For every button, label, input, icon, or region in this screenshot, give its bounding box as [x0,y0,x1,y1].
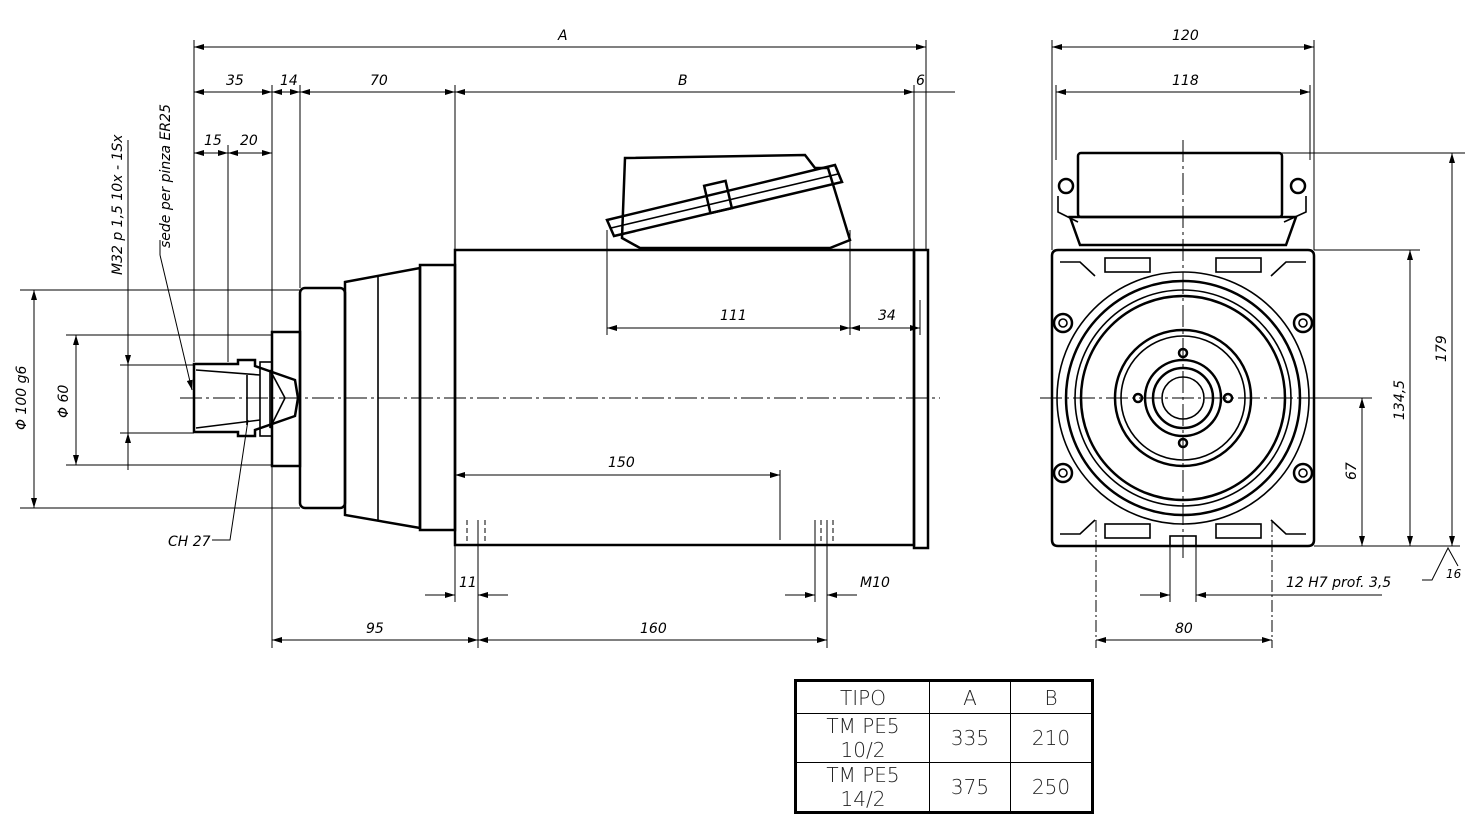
cell-a: 335 [929,713,1011,763]
terminal-box [605,153,852,250]
table-row: TM PE5 10/2 335 210 [795,713,1093,763]
table-row: TM PE5 14/2 375 250 [795,762,1093,813]
front-view: 120 118 179 134,5 67 80 12 H7 prof. 3,5 … [1040,28,1465,648]
table-header-row: TIPO A B [795,680,1093,714]
dim-11-label: 11 [459,575,477,591]
dim-16-label: 16 [1446,567,1462,581]
side-view: A 35 14 70 B 6 15 20 M32 p 1,5 10x - 1Sx… [14,28,955,648]
wrench-note: CH 27 [168,534,211,550]
dim-34-label: 34 [878,308,896,324]
dim-67-label: 67 [1344,462,1360,480]
key-note: 12 H7 prof. 3,5 [1286,575,1391,591]
motor-flange-front [1050,248,1316,548]
cell-b: 250 [1010,762,1093,813]
dim-134-5-label: 134,5 [1392,380,1408,420]
front-dimension-lines [1052,44,1459,643]
end-cap [912,248,930,550]
thread-note: M32 p 1,5 10x - 1Sx [110,134,126,275]
dim-118-label: 118 [1172,73,1199,89]
dia-100-label: Φ 100 g6 [14,365,30,430]
top-terminal-box [1057,151,1307,247]
header-tipo: TIPO [795,680,930,714]
header-b: B [1010,680,1093,714]
dim-6-label: 6 [916,73,925,89]
type-dimensions-table: TIPO A B TM PE5 10/2 335 210 TM PE5 14/2… [794,679,1094,814]
dim-179-label: 179 [1434,335,1450,362]
mounting-holes-side [466,520,834,545]
dim-95-label: 95 [366,621,384,637]
spindle-nose [270,330,302,468]
dim-b-label: B [678,73,688,89]
cell-a: 375 [929,762,1011,813]
cell-b: 210 [1010,713,1093,763]
cell-type: TM PE5 10/2 [795,713,930,763]
dim-35-label: 35 [226,73,244,89]
dim-80-label: 80 [1175,621,1193,637]
cell-type: TM PE5 14/2 [795,762,930,813]
extension-lines [20,40,927,648]
dim-a-label: A [557,28,568,44]
dimension-lines [31,44,955,643]
dim-14-label: 14 [280,73,298,89]
header-a: A [929,680,1011,714]
dim-15-label: 15 [204,133,222,149]
dim-111-label: 111 [720,308,747,324]
dim-160-label: 160 [640,621,667,637]
dim-150-label: 150 [608,455,635,471]
dia-60-label: Φ 60 [56,385,72,418]
dim-120-label: 120 [1172,28,1199,44]
collet-nut [192,358,300,438]
collet-note: sede per pinza ER25 [158,104,174,248]
dim-20-label: 20 [240,133,258,149]
thread-m10-label: M10 [860,575,890,591]
dim-70-label: 70 [370,73,388,89]
front-extension-lines [1051,40,1465,648]
